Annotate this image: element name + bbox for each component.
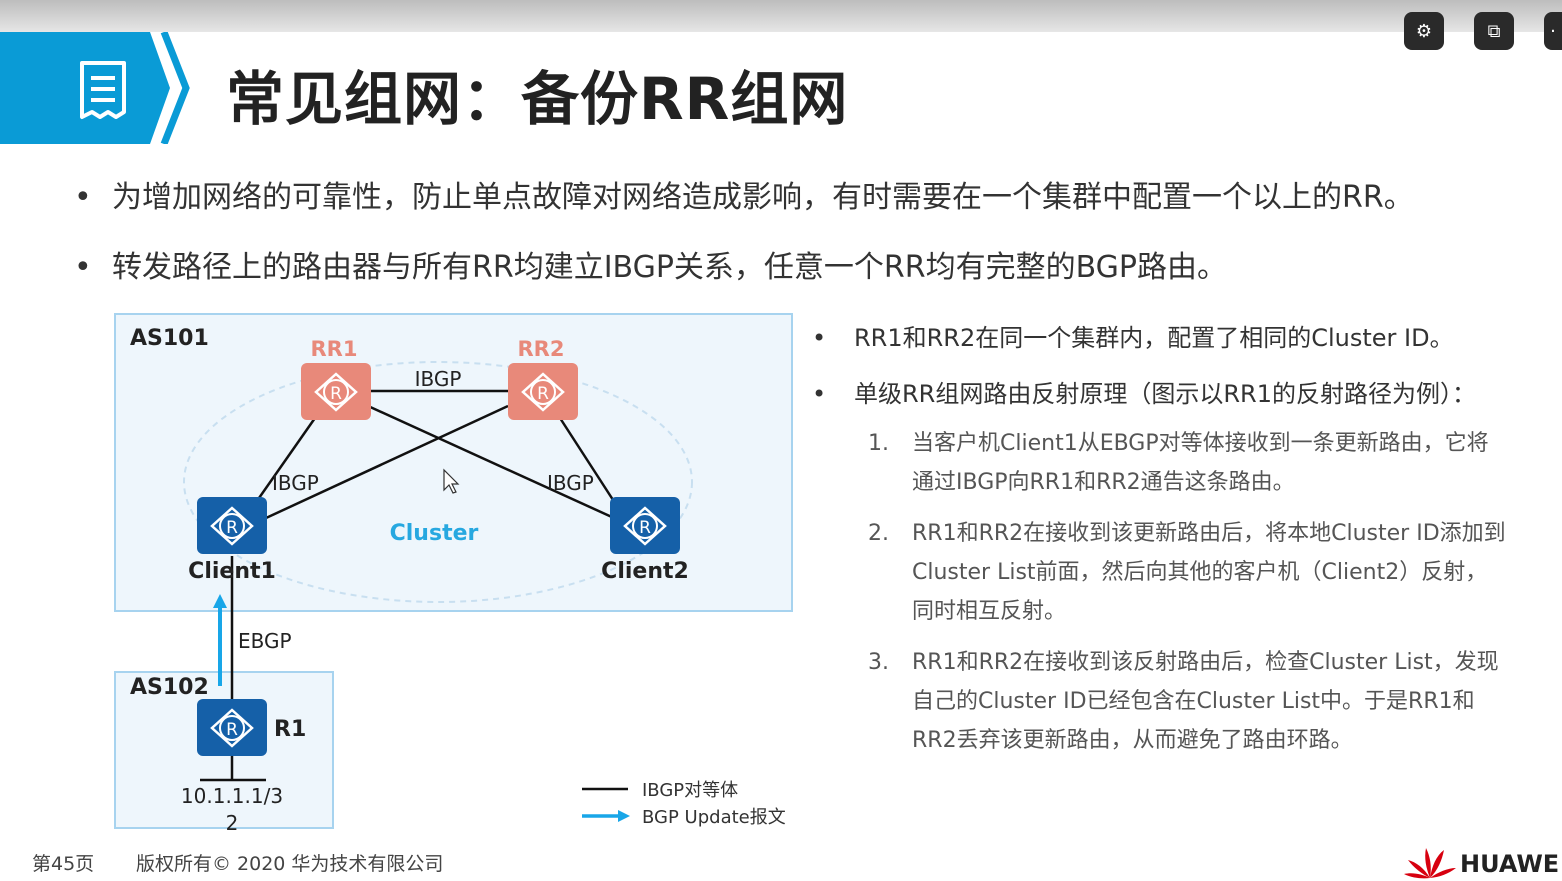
right-bullet-1: •RR1和RR2在同一个集群内，配置了相同的Cluster ID。 <box>812 324 1454 352</box>
rr2-glyph: R <box>537 384 549 404</box>
step-3-line-1: RR1和RR2在接收到该反射路由后，检查Cluster List，发现 <box>912 650 1499 675</box>
client2-label: Client2 <box>601 559 689 584</box>
right-bullet-2-text: 单级RR组网路由反射原理（图示以RR1的反射路径为例）： <box>854 380 1476 408</box>
network-label-line2: 2 <box>226 811 239 835</box>
puzzle-icon[interactable]: ⚙ <box>1404 12 1444 50</box>
rr1-glyph: R <box>330 384 342 404</box>
legend-update-label: BGP Update报文 <box>642 807 786 828</box>
r1-router[interactable]: R <box>197 699 267 756</box>
r1-label: R1 <box>274 717 306 742</box>
update-arrow-head <box>213 594 227 608</box>
page-number: 第45页 <box>32 853 95 875</box>
step-2-number: 2. <box>868 521 889 546</box>
step-3-number: 3. <box>868 650 889 675</box>
rr2-label: RR2 <box>518 337 565 361</box>
title-band <box>0 32 170 144</box>
step-1-number: 1. <box>868 431 889 456</box>
chevron-right-icon <box>160 32 190 144</box>
ibgp-line-rr1-client1 <box>250 417 317 509</box>
as102-label: AS102 <box>130 675 209 700</box>
ibgp-left-label: IBGP <box>272 471 319 495</box>
bullet-1: •为增加网络的可靠性，防止单点故障对网络造成影响，有时需要在一个集群中配置一个以… <box>74 180 1414 215</box>
right-bullet-1-text: RR1和RR2在同一个集群内，配置了相同的Cluster ID。 <box>854 324 1454 352</box>
client2-glyph: R <box>639 518 651 538</box>
cluster-ellipse <box>183 361 693 603</box>
client1-glyph: R <box>226 518 238 538</box>
more-icon[interactable]: · <box>1544 12 1562 50</box>
cursor-icon <box>443 468 460 494</box>
cluster-label: Cluster <box>390 521 479 546</box>
ibgp-line-rr2-client1 <box>265 404 509 520</box>
client2-router[interactable]: R <box>610 497 680 554</box>
step-2-line-3: 同时相互反射。 <box>912 599 1067 624</box>
ibgp-line-rr2-client2 <box>558 417 617 504</box>
legend-ibgp-label: IBGP对等体 <box>642 780 738 801</box>
step-1-line-2: 通过IBGP向RR1和RR2通告这条路由。 <box>912 470 1295 495</box>
bullet-2: •转发路径上的路由器与所有RR均建立IBGP关系，任意一个RR均有完整的BGP路… <box>74 250 1228 285</box>
right-bullet-2: •单级RR组网路由反射原理（图示以RR1的反射路径为例）： <box>812 380 1476 408</box>
rr1-label: RR1 <box>311 337 358 361</box>
client1-label: Client1 <box>188 559 276 584</box>
top-bar <box>0 0 1562 32</box>
step-2-line-1: RR1和RR2在接收到该更新路由后，将本地Cluster ID添加到 <box>912 521 1506 546</box>
as101-box <box>114 313 793 612</box>
step-3-line-2: 自己的Cluster ID已经包含在Cluster List中。于是RR1和 <box>912 689 1475 714</box>
bullet-2-text: 转发路径上的路由器与所有RR均建立IBGP关系，任意一个RR均有完整的BGP路由… <box>112 250 1228 285</box>
ibgp-top-label: IBGP <box>415 367 462 391</box>
ibgp-line-rr1-client2 <box>367 404 615 520</box>
ibgp-right-label: IBGP <box>547 471 594 495</box>
r1-glyph: R <box>226 720 238 740</box>
network-label-line1: 10.1.1.1/3 <box>181 784 283 808</box>
huawei-logo-text: HUAWE <box>1460 850 1560 878</box>
as101-label: AS101 <box>130 326 209 351</box>
client1-router[interactable]: R <box>197 497 267 554</box>
copyright: 版权所有© 2020 华为技术有限公司 <box>136 853 444 875</box>
ebgp-label: EBGP <box>238 629 292 653</box>
window-icon[interactable]: ⧉ <box>1474 12 1514 50</box>
huawei-logo-icon <box>1404 848 1456 879</box>
step-2-line-2: Cluster List前面，然后向其他的客户机（Client2）反射， <box>912 560 1488 585</box>
step-1-line-1: 当客户机Client1从EBGP对等体接收到一条更新路由，它将 <box>912 431 1489 456</box>
network-diagram: R R R R R AS101 AS102 RR1 RR2 IBGP IBGP … <box>114 313 793 835</box>
rr2-router[interactable]: R <box>508 363 578 420</box>
page-title: 常见组网：备份RR组网 <box>226 65 849 133</box>
legend-update-arrowhead <box>618 810 630 822</box>
document-icon <box>80 61 126 119</box>
rr1-router[interactable]: R <box>301 363 371 420</box>
step-3-line-3: RR2丢弃该更新路由，从而避免了路由环路。 <box>912 728 1353 753</box>
bullet-1-text: 为增加网络的可靠性，防止单点故障对网络造成影响，有时需要在一个集群中配置一个以上… <box>112 180 1414 215</box>
